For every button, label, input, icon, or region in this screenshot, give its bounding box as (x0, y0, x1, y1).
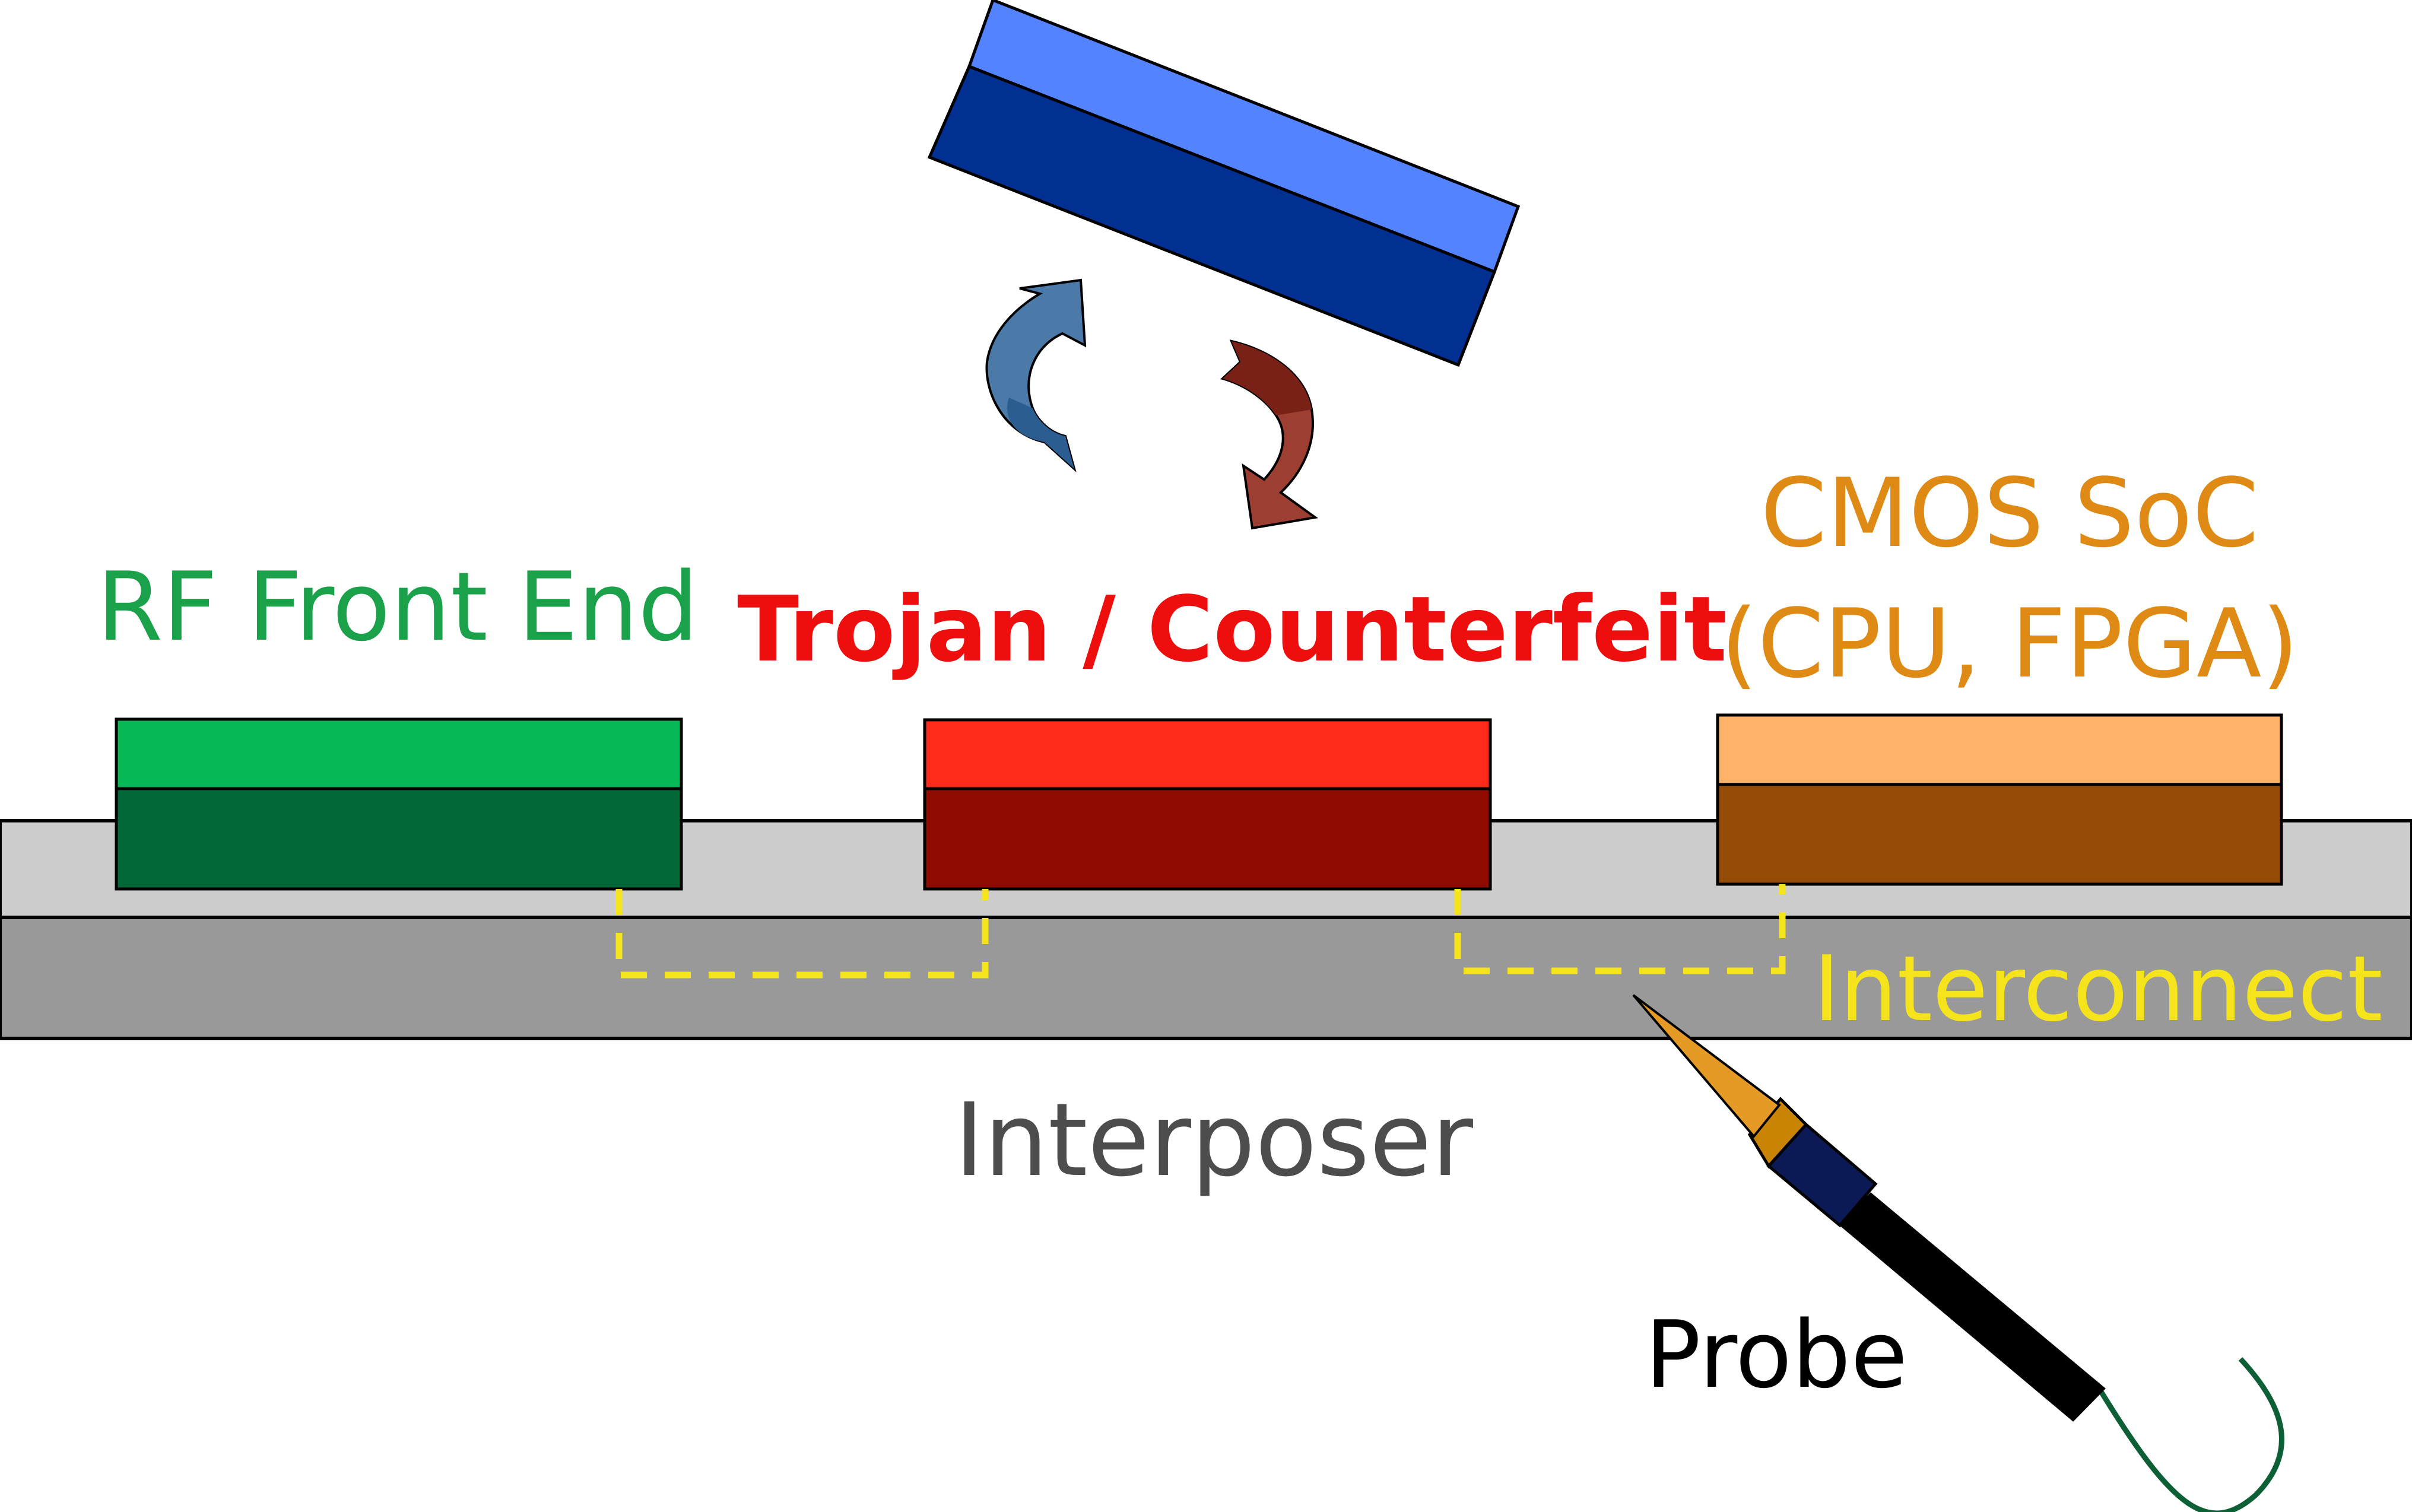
red-swap-arrow-shade (1223, 341, 1312, 415)
trojan-counterfeit-label: Trojan / Counterfeit (737, 577, 1727, 682)
probe-handle (1838, 1192, 2106, 1422)
probe-icon (1632, 994, 2284, 1512)
probe-tip (1632, 994, 1781, 1139)
interconnect-rf-trojan (615, 889, 989, 979)
cmos-soc-label-line2: (CPU, FPGA) (1721, 588, 2299, 699)
interposer-layer (0, 916, 2412, 1040)
trojan-chip-bottom (923, 787, 1492, 891)
swap-arrows-icon (985, 278, 1319, 530)
rf-chip-top (115, 717, 683, 790)
rf-front-end-label: RF Front End (97, 551, 699, 662)
interconnect-wires (615, 884, 1786, 979)
cmos-chip-top (1716, 713, 2283, 786)
rf-front-end-chip (115, 717, 683, 891)
lifted-chip (927, 0, 1521, 367)
interconnect-trojan-cmos (1454, 884, 1786, 974)
trojan-chip-top (923, 718, 1492, 790)
interconnect-label: Interconnect (1813, 936, 2382, 1041)
trojan-chip (923, 718, 1492, 891)
blue-swap-arrow-shade (1007, 398, 1074, 469)
probe-label: Probe (1645, 1301, 1908, 1409)
interposer-label: Interposer (954, 1082, 1473, 1199)
cmos-soc-chip (1716, 713, 2283, 886)
cmos-chip-bottom (1716, 783, 2283, 886)
lifted-chip-bottom (927, 64, 1497, 367)
cmos-soc-label-line1: CMOS SoC (1760, 458, 2258, 568)
probe-wire (2099, 1357, 2284, 1512)
rf-chip-bottom (115, 787, 683, 891)
blue-swap-arrow (985, 278, 1087, 473)
